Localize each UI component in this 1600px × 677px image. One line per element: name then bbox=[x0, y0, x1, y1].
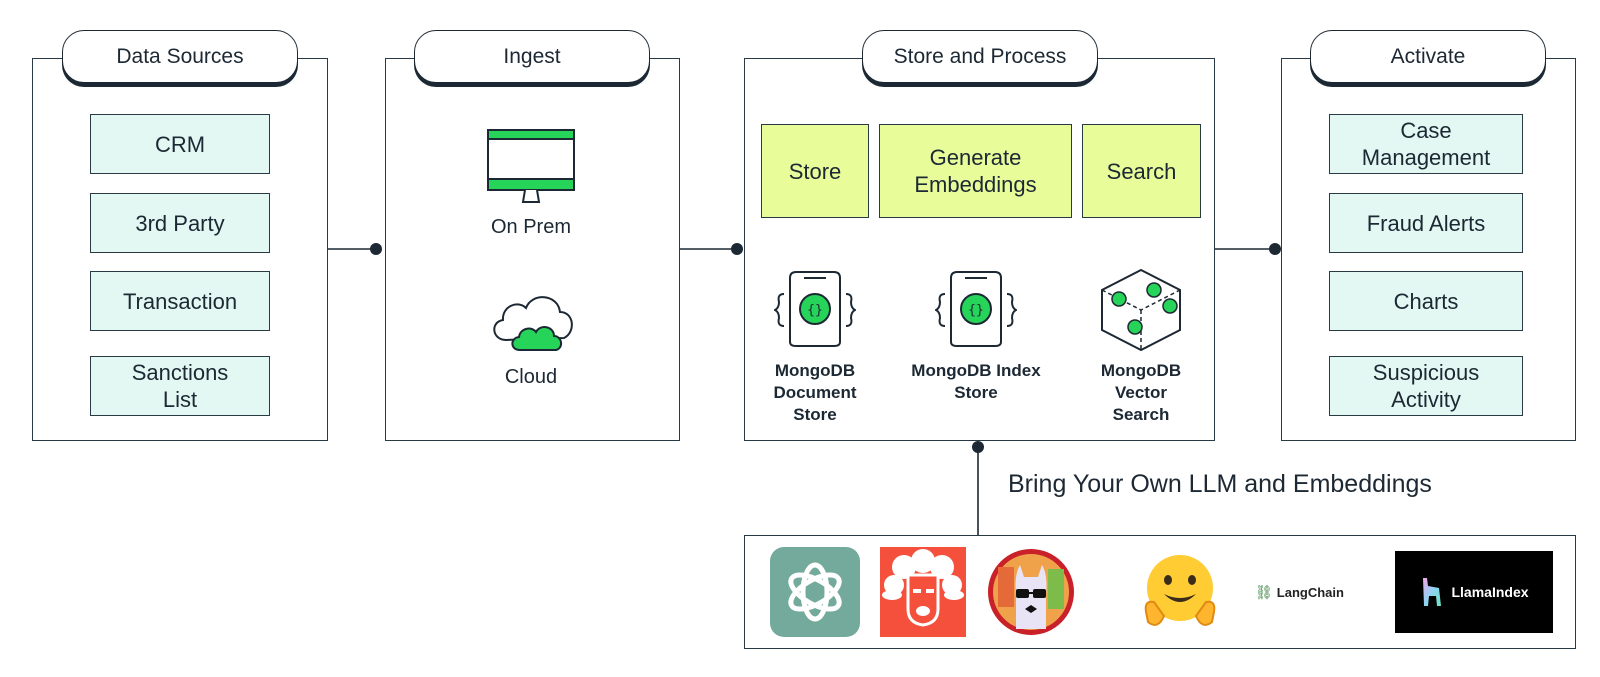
vector-search-label: MongoDB Vector Search bbox=[1100, 361, 1182, 424]
step-store: Store bbox=[761, 124, 869, 218]
llamaindex-logo-text: LlamaIndex bbox=[1451, 584, 1529, 600]
step-generate-embeddings: Generate Embeddings bbox=[879, 124, 1072, 218]
source-crm: CRM bbox=[90, 114, 270, 174]
monitor-icon bbox=[487, 129, 575, 203]
openai-logo-icon bbox=[770, 547, 860, 637]
activate-suspicious-activity: Suspicious Activity bbox=[1329, 356, 1523, 416]
cloud-label: Cloud bbox=[504, 366, 558, 388]
svg-text:{}: {} bbox=[968, 303, 984, 318]
llamaindex-logo-icon bbox=[1423, 578, 1442, 606]
activate-charts: Charts bbox=[1329, 271, 1523, 331]
connector-dot bbox=[1269, 243, 1281, 255]
activate-fraud-alerts: Fraud Alerts bbox=[1329, 193, 1523, 253]
connector-dot bbox=[972, 441, 984, 453]
index-store-icon: {} bbox=[935, 271, 1017, 347]
store-process-panel bbox=[744, 58, 1215, 441]
activate-title: Activate bbox=[1310, 30, 1546, 83]
llama-sunglasses-logo-icon bbox=[988, 549, 1074, 635]
step-search: Search bbox=[1082, 124, 1201, 218]
source-transaction: Transaction bbox=[90, 271, 270, 331]
langchain-logo: ⛓ LangChain bbox=[1255, 580, 1369, 604]
anthropic-sheep-logo-icon bbox=[880, 547, 966, 637]
document-store-label: MongoDB Document Store bbox=[773, 361, 857, 424]
llm-title: Bring Your Own LLM and Embeddings bbox=[1008, 470, 1432, 498]
source-sanctions-list: Sanctions List bbox=[90, 356, 270, 416]
svg-text:{}: {} bbox=[807, 303, 823, 318]
hugging-face-logo-icon bbox=[1144, 555, 1216, 626]
document-store-icon: {} bbox=[774, 271, 856, 347]
ingest-panel bbox=[385, 58, 680, 441]
llamaindex-logo: LlamaIndex bbox=[1395, 551, 1553, 633]
cloud-icon bbox=[493, 296, 573, 351]
source-third-party: 3rd Party bbox=[90, 193, 270, 253]
vector-search-icon bbox=[1101, 268, 1181, 352]
connector-dot bbox=[731, 243, 743, 255]
on-prem-label: On Prem bbox=[490, 216, 572, 238]
index-store-label: MongoDB Index Store bbox=[911, 361, 1041, 402]
data-sources-title: Data Sources bbox=[62, 30, 298, 83]
connector-dot bbox=[370, 243, 382, 255]
ingest-title: Ingest bbox=[414, 30, 650, 83]
activate-case-management: Case Management bbox=[1329, 114, 1523, 174]
langchain-logo-text: LangChain bbox=[1276, 584, 1344, 600]
langchain-logo-icon: ⛓ bbox=[1255, 583, 1273, 600]
store-process-title: Store and Process bbox=[862, 30, 1098, 83]
